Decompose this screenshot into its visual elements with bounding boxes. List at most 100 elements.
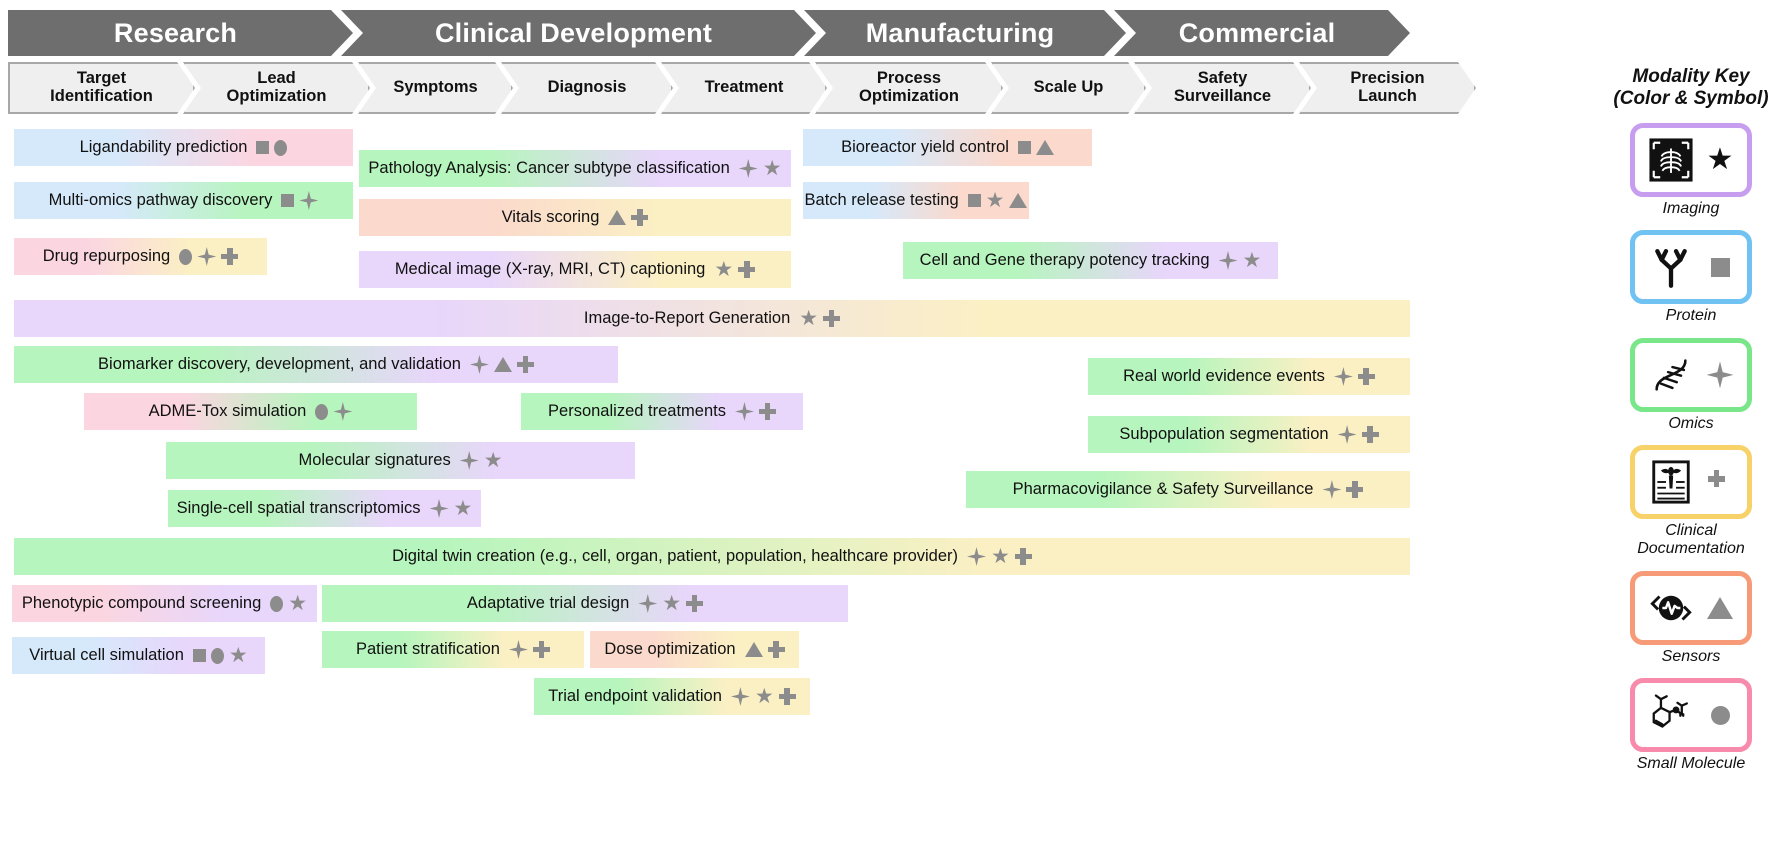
- square-symbol: [1017, 141, 1031, 154]
- modality-key-item-clinical-documentation[interactable]: Clinical Documentation: [1600, 445, 1782, 557]
- capability-bar[interactable]: ADME-Tox simulation: [84, 393, 417, 430]
- capability-bar[interactable]: Adaptative trial design★: [322, 585, 848, 622]
- capability-bar[interactable]: Drug repurposing: [14, 238, 267, 275]
- capability-bar[interactable]: Ligandability prediction: [14, 129, 353, 166]
- capability-bar[interactable]: Bioreactor yield control: [803, 129, 1092, 166]
- stage-label: Process Optimization: [859, 69, 959, 105]
- modality-symbols: ★: [730, 686, 796, 707]
- plus-symbol: [533, 641, 550, 658]
- modality-key-title: Modality Key (Color & Symbol): [1613, 66, 1769, 109]
- stage-scale-up[interactable]: Scale Up: [991, 62, 1146, 114]
- capability-label: Subpopulation segmentation: [1119, 425, 1329, 444]
- modality-key-symbol: ★: [1703, 144, 1737, 175]
- stage-process-optimization[interactable]: Process Optimization: [815, 62, 1003, 114]
- stage-diagnosis[interactable]: Diagnosis: [501, 62, 673, 114]
- capability-bar[interactable]: Trial endpoint validation★: [534, 678, 810, 715]
- stage-lead-optimization[interactable]: Lead Optimization: [183, 62, 370, 114]
- star-symbol: ★: [228, 644, 248, 667]
- capability-label: Molecular signatures: [298, 451, 451, 470]
- square-symbol: [256, 141, 270, 154]
- modality-key-box: [1630, 337, 1752, 412]
- stage-precision-launch[interactable]: Precision Launch: [1299, 62, 1476, 114]
- capability-label: Ligandability prediction: [79, 138, 248, 157]
- modality-symbols: ★: [714, 259, 756, 280]
- modality-key-item-sensors[interactable]: Sensors: [1600, 570, 1782, 666]
- capability-bar[interactable]: Digital twin creation (e.g., cell, organ…: [14, 538, 1410, 575]
- stage-target-identification[interactable]: Target Identification: [8, 62, 195, 114]
- modality-key-item-imaging[interactable]: ★ Imaging: [1600, 122, 1782, 218]
- capability-bar[interactable]: Medical image (X-ray, MRI, CT) captionin…: [359, 251, 791, 288]
- capability-bar[interactable]: Cell and Gene therapy potency tracking★: [903, 242, 1278, 279]
- modality-key-box: ★: [1630, 122, 1752, 197]
- capability-label: Digital twin creation (e.g., cell, organ…: [392, 547, 959, 566]
- phase-label: Manufacturing: [865, 17, 1055, 48]
- capability-bar[interactable]: Dose optimization: [590, 631, 799, 668]
- modality-key-item-small-molecule[interactable]: Small Molecule: [1600, 678, 1782, 773]
- modality-symbols: ★: [192, 644, 248, 667]
- capability-label: Pharmacovigilance & Safety Surveillance: [1012, 480, 1314, 499]
- modality-symbols: [1333, 367, 1375, 386]
- capability-bar[interactable]: Vitals scoring: [359, 199, 791, 236]
- capability-bar[interactable]: Virtual cell simulation★: [12, 637, 265, 674]
- diamond-symbol: [333, 402, 353, 421]
- modality-symbols: [509, 640, 550, 659]
- plus-symbol: [1357, 368, 1375, 385]
- phase-commercial[interactable]: Commercial: [1114, 10, 1410, 56]
- capability-bar-content: Molecular signatures ★: [298, 450, 502, 471]
- stage-label: Scale Up: [1033, 78, 1104, 97]
- capability-bar[interactable]: Real world evidence events: [1088, 358, 1410, 395]
- diamond-symbol: [734, 402, 754, 421]
- capability-bar-content: Pharmacovigilance & Safety Surveillance: [1013, 480, 1364, 499]
- modality-key-symbol: [1703, 257, 1737, 277]
- phase-research[interactable]: Research: [8, 10, 353, 56]
- diamond-symbol: [738, 159, 758, 178]
- stage-label: Diagnosis: [547, 78, 627, 97]
- star-symbol: ★: [453, 497, 473, 520]
- capability-label: Real world evidence events: [1123, 367, 1325, 386]
- modality-key-item-omics[interactable]: Omics: [1600, 337, 1782, 433]
- modality-key-label: Small Molecule: [1636, 755, 1746, 773]
- capability-bar-content: Ligandability prediction: [80, 139, 288, 156]
- capability-bar[interactable]: Patient stratification: [322, 631, 584, 668]
- capability-bar[interactable]: Single-cell spatial transcriptomics★: [168, 490, 481, 527]
- modality-symbols: [734, 402, 776, 421]
- modality-key-label: Imaging: [1662, 199, 1720, 217]
- plus-symbol: [631, 209, 649, 226]
- capability-bar-content: Adaptative trial design★: [467, 593, 704, 614]
- capability-bar[interactable]: Pharmacovigilance & Safety Surveillance: [966, 471, 1410, 508]
- square-symbol: [192, 649, 206, 662]
- diamond-symbol: [459, 451, 479, 470]
- star-symbol: ★: [1242, 249, 1262, 272]
- diamond-symbol: [509, 640, 528, 659]
- capability-bar[interactable]: Multi-omics pathway discovery: [14, 182, 353, 219]
- plus-symbol: [778, 688, 796, 705]
- capability-label: Vitals scoring: [501, 208, 600, 227]
- capability-bar-content: Single-cell spatial transcriptomics★: [177, 498, 473, 519]
- capability-label: Drug repurposing: [42, 247, 171, 266]
- phase-clinical-development[interactable]: Clinical Development: [341, 10, 816, 56]
- diamond-symbol: [1337, 425, 1357, 444]
- diamond-symbol: [730, 687, 750, 706]
- modality-key-box: [1630, 570, 1752, 645]
- diamond-symbol: [299, 191, 319, 210]
- stage-symptoms[interactable]: Symptoms: [358, 62, 513, 114]
- capability-bar[interactable]: Subpopulation segmentation: [1088, 416, 1410, 453]
- capability-bar[interactable]: Phenotypic compound screening★: [12, 585, 317, 622]
- capability-bar-content: Vitals scoring: [502, 209, 649, 226]
- capability-bar[interactable]: Pathology Analysis: Cancer subtype class…: [359, 150, 791, 187]
- capability-bar[interactable]: Molecular signatures ★: [166, 442, 635, 479]
- star-symbol: ★: [288, 592, 308, 615]
- modality-symbols: ★: [638, 593, 704, 614]
- star-symbol: ★: [483, 449, 503, 472]
- plus-symbol: [823, 310, 841, 327]
- capability-bar[interactable]: Batch release testing★: [803, 182, 1029, 219]
- stage-treatment[interactable]: Treatment: [661, 62, 827, 114]
- capability-bar[interactable]: Personalized treatments: [521, 393, 803, 430]
- phase-manufacturing[interactable]: Manufacturing: [804, 10, 1126, 56]
- modality-key-item-protein[interactable]: Protein: [1600, 230, 1782, 325]
- capability-bar[interactable]: Image-to-Report Generation★: [14, 300, 1410, 337]
- capability-bar[interactable]: Biomarker discovery, development, and va…: [14, 346, 618, 383]
- stage-safety-surveillance[interactable]: Safety Surveillance: [1134, 62, 1311, 114]
- star-symbol: ★: [985, 189, 1005, 212]
